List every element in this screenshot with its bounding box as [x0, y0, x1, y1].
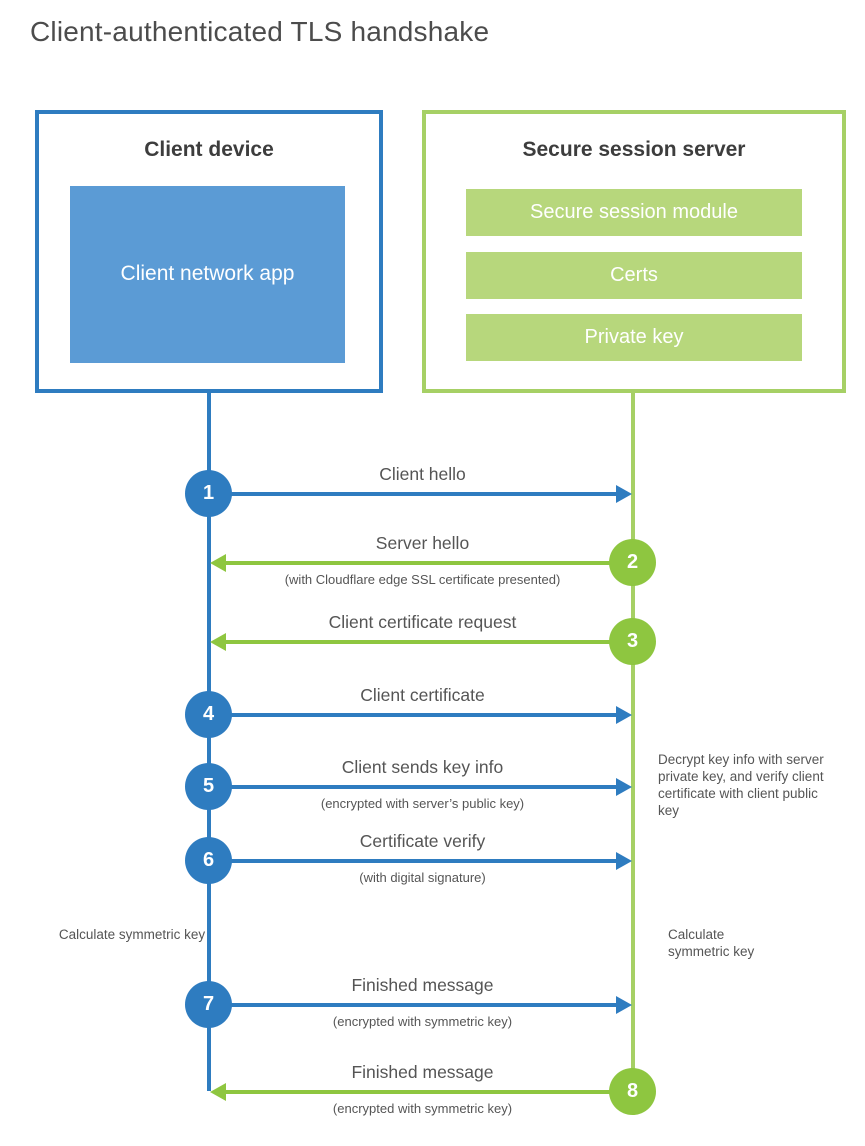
- step-7-arrowhead-icon: [616, 996, 632, 1014]
- step-4-label: Client certificate: [360, 685, 485, 705]
- step-3-arrow: [226, 640, 612, 644]
- step-2-arrow: [226, 561, 612, 565]
- step-7-arrow: [228, 1003, 616, 1007]
- step-7-sublabel: (encrypted with symmetric key): [332, 1014, 513, 1029]
- step-4-badge: 4: [185, 691, 232, 738]
- client-network-app-box: Client network app: [70, 186, 345, 363]
- step-7-label: Finished message: [351, 975, 494, 995]
- step-8-arrowhead-icon: [210, 1083, 226, 1101]
- step-5-label: Client sends key info: [341, 757, 504, 777]
- step-8-label: Finished message: [351, 1062, 494, 1082]
- server-module-private-key: Private key: [466, 314, 802, 361]
- step-6-label: Certificate verify: [359, 831, 486, 851]
- step-5-arrowhead-icon: [616, 778, 632, 796]
- step-6-sublabel: (with digital signature): [359, 870, 486, 885]
- step-3-label: Client certificate request: [328, 612, 517, 632]
- step-1-badge: 1: [185, 470, 232, 517]
- step-8-arrow: [226, 1090, 612, 1094]
- page-title: Client-authenticated TLS handshake: [30, 16, 490, 47]
- step-7-badge: 7: [185, 981, 232, 1028]
- step-3-badge: 3: [609, 618, 656, 665]
- step-8-sublabel: (encrypted with symmetric key): [332, 1101, 513, 1116]
- step-2-arrowhead-icon: [210, 554, 226, 572]
- step-1-label: Client hello: [379, 464, 466, 484]
- step-5-badge: 5: [185, 763, 232, 810]
- step-2-sublabel: (with Cloudflare edge SSL certificate pr…: [284, 572, 561, 587]
- step-6-arrow: [228, 859, 616, 863]
- step-1-arrow: [228, 492, 616, 496]
- client-network-app-label: Client network app: [120, 262, 295, 286]
- server-module-certs: Certs: [466, 252, 802, 299]
- step-8-badge: 8: [609, 1068, 656, 1115]
- client-lifeline: [207, 393, 211, 1091]
- step-3-arrowhead-icon: [210, 633, 226, 651]
- secure-session-server-title: Secure session server: [522, 138, 746, 161]
- server-lifeline: [631, 393, 635, 1092]
- step-1-arrowhead-icon: [616, 485, 632, 503]
- step-4-arrow: [228, 713, 616, 717]
- server-module-secure-session: Secure session module: [466, 189, 802, 236]
- step-4-arrowhead-icon: [616, 706, 632, 724]
- step-2-label: Server hello: [375, 533, 470, 553]
- step-2-badge: 2: [609, 539, 656, 586]
- step-5-sublabel: (encrypted with server’s public key): [320, 796, 525, 811]
- step-6-badge: 6: [185, 837, 232, 884]
- step-6-arrowhead-icon: [616, 852, 632, 870]
- server-decrypt-note: Decrypt key info with server private key…: [658, 752, 824, 818]
- client-calculate-note: Calculate symmetric key: [58, 927, 206, 942]
- server-calculate-note: Calculate symmetric key: [668, 927, 755, 959]
- client-device-title: Client device: [144, 138, 274, 161]
- step-5-arrow: [228, 785, 616, 789]
